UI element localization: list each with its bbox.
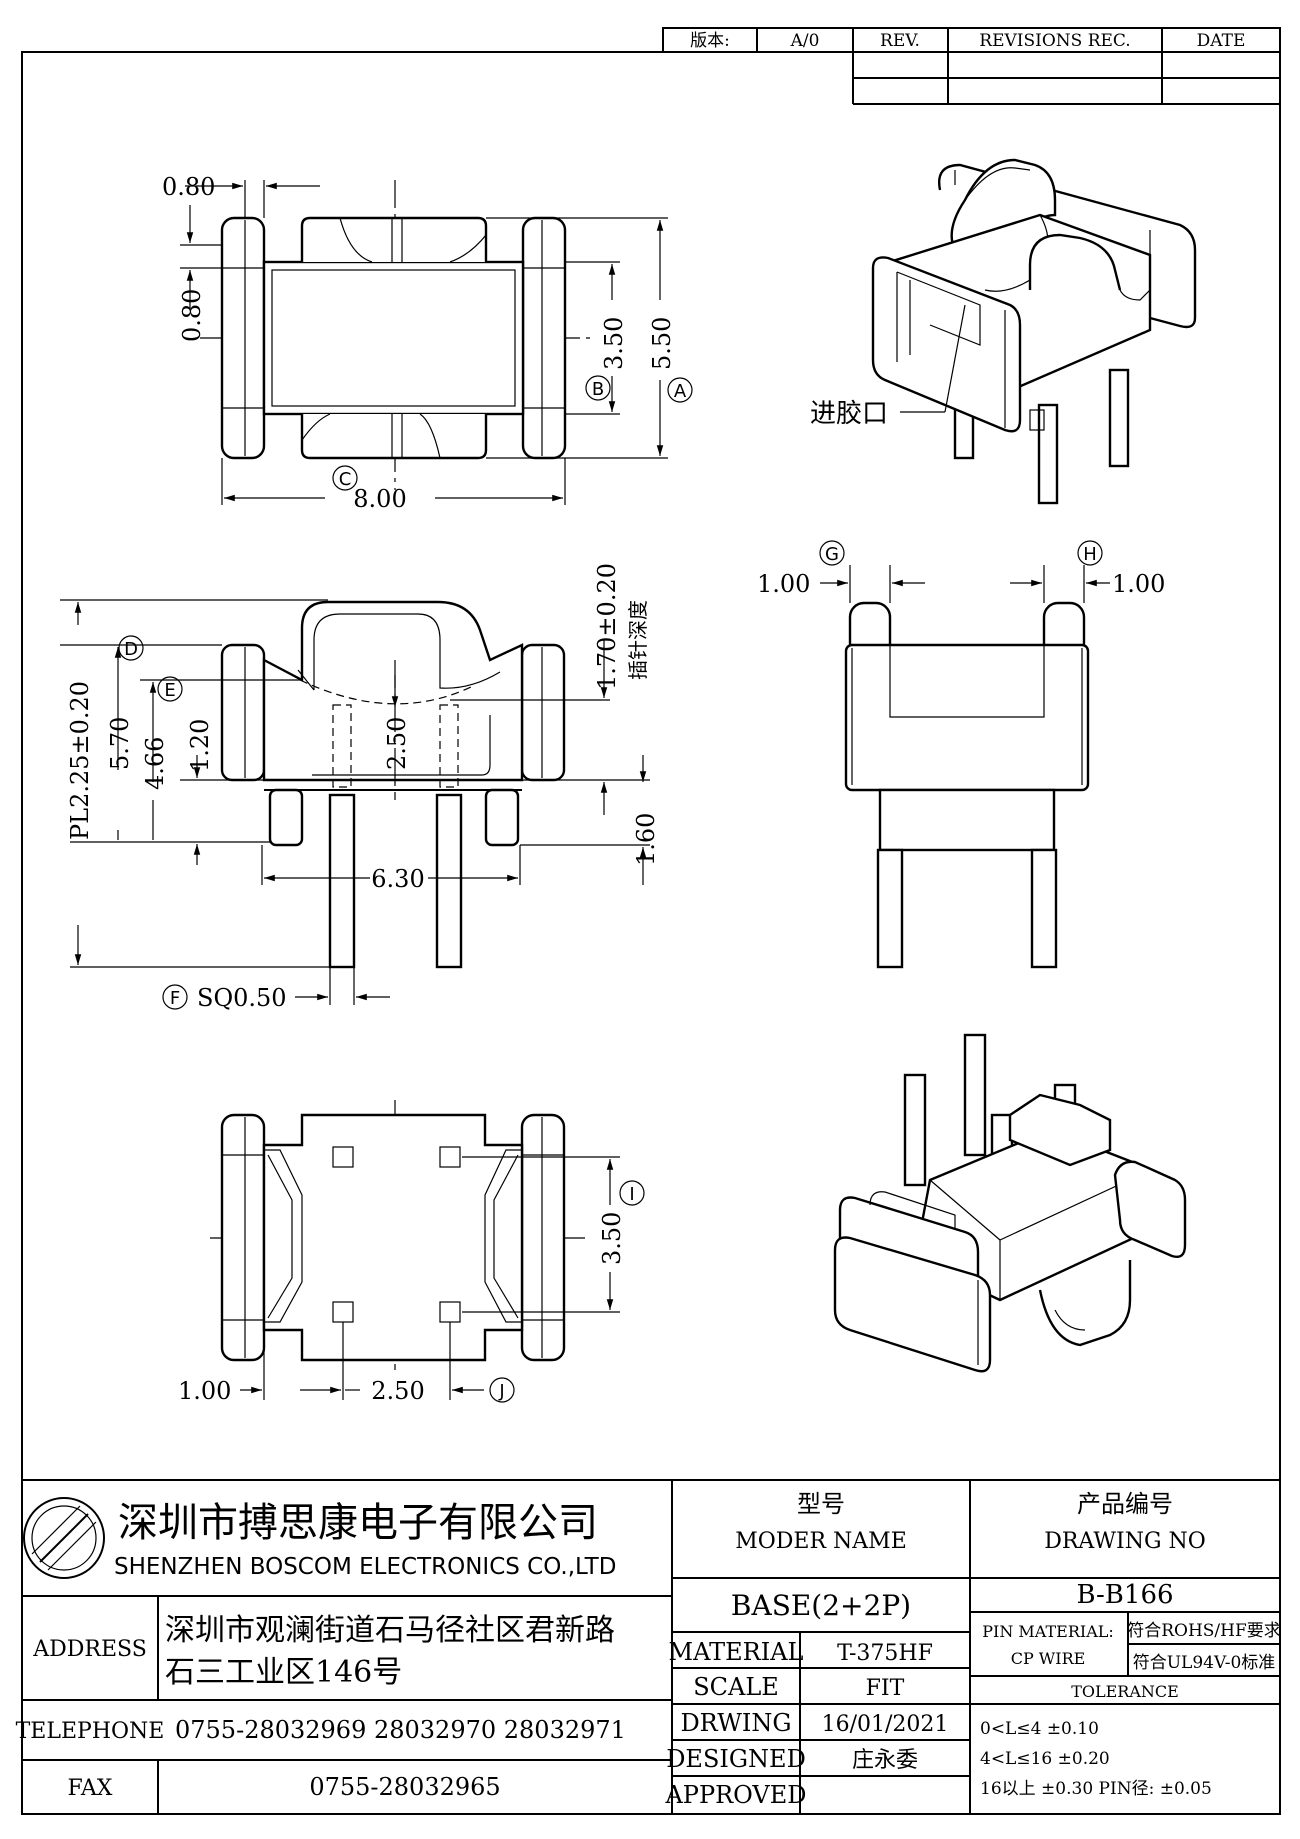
drawing-value: B-B166 [1076, 1580, 1173, 1610]
designed-value: 庄永委 [852, 1748, 918, 1773]
drwing-label: DRWING [680, 1709, 791, 1737]
material-label: MATERIAL [669, 1638, 804, 1666]
dim-side-h: 1.00 [1112, 570, 1165, 598]
bottom-view: 3.50 I 1.00 2.50 J [178, 1100, 645, 1405]
revision-header: 版本: A/0 REV. REVISIONS REC. DATE [662, 27, 1281, 105]
callout-j: J [498, 1381, 504, 1402]
dim-front-sq: SQ0.50 [197, 984, 287, 1012]
dim-front-pl: PL2.25±0.20 [66, 681, 94, 840]
pin-material-label: PIN MATERIAL: [982, 1622, 1114, 1641]
dim-top-b: 3.50 [600, 317, 628, 370]
tolerance-line-2: 4<L≤16 ±0.20 [980, 1749, 1110, 1769]
dim-front-h2: 4.66 [141, 737, 169, 790]
dim-front-1-60: 1.60 [632, 813, 660, 866]
company-name-cn: 深圳市搏思康电子有限公司 [118, 1500, 598, 1546]
top-view: 0.80 0.80 3.50 B 5.50 A 8.00 C [162, 173, 693, 513]
callout-c: C [339, 469, 352, 490]
tolerance-label: TOLERANCE [1071, 1682, 1179, 1701]
dim-top-a: 5.50 [648, 317, 676, 370]
title-block: 深圳市搏思康电子有限公司 SHENZHEN BOSCOM ELECTRONICS… [16, 1479, 1281, 1815]
callout-g: G [825, 544, 839, 565]
drawing-label-cn: 产品编号 [1077, 1490, 1173, 1518]
dim-front-6-30: 6.30 [371, 865, 424, 893]
callout-b: B [592, 379, 604, 400]
fax-value: 0755-28032965 [309, 1773, 500, 1801]
rohs-note: 符合ROHS/HF要求 [1127, 1621, 1281, 1641]
dim-top-width: 0.80 [162, 173, 215, 201]
material-value: T-375HF [837, 1641, 933, 1666]
version-value: A/0 [790, 31, 820, 51]
company-logo [23, 1497, 105, 1579]
tolerance-line-3: 16以上 ±0.30 PIN径: ±0.05 [980, 1779, 1212, 1799]
ul-note: 符合UL94V-0标准 [1133, 1653, 1276, 1673]
callout-i: I [629, 1184, 634, 1205]
model-label-cn: 型号 [797, 1490, 845, 1518]
address-label: ADDRESS [32, 1637, 147, 1662]
telephone-value: 0755-28032969 28032970 28032971 [175, 1716, 626, 1744]
model-value: BASE(2+2P) [731, 1589, 911, 1622]
dim-bottom-3-50: 3.50 [598, 1212, 626, 1265]
iso-view-top: 进胶口 [810, 158, 1197, 505]
company-name-en: SHENZHEN BOSCOM ELECTRONICS CO.,LTD [114, 1554, 616, 1580]
drawing-label-en: DRAWING NO [1044, 1529, 1206, 1554]
dim-front-2-50: 2.50 [383, 717, 411, 770]
dim-bottom-2-50: 2.50 [371, 1377, 424, 1405]
callout-h: H [1083, 544, 1097, 565]
gate-note: 进胶口 [810, 399, 888, 429]
dim-side-g: 1.00 [757, 570, 810, 598]
revisions-label: REVISIONS REC. [979, 31, 1130, 51]
dim-top-side: 0.80 [178, 289, 206, 342]
dim-front-h3: 1.20 [186, 719, 214, 772]
side-view: G 1.00 H 1.00 [757, 540, 1165, 969]
callout-a: A [674, 381, 687, 402]
cp-wire-label: CP WIRE [1011, 1649, 1086, 1668]
callout-d: D [124, 639, 138, 660]
telephone-label: TELEPHONE [16, 1719, 165, 1744]
address-line-1: 深圳市观澜街道石马径社区君新路 [165, 1613, 615, 1648]
approved-label: APPROVED [664, 1781, 806, 1809]
scale-label: SCALE [693, 1673, 779, 1701]
dim-front-depth-note: 插针深度 [626, 600, 650, 680]
dim-front-depth: 1.70±0.20 [593, 563, 621, 690]
callout-f: F [170, 988, 180, 1009]
fax-label: FAX [68, 1776, 113, 1801]
version-label: 版本: [690, 31, 730, 51]
scale-value: FIT [866, 1676, 905, 1701]
dim-front-h1: 5.70 [106, 717, 134, 770]
dim-bottom-1-00: 1.00 [178, 1377, 231, 1405]
drwing-value: 16/01/2021 [822, 1712, 949, 1737]
dim-top-overall: 8.00 [353, 485, 406, 513]
model-label-en: MODER NAME [735, 1529, 907, 1554]
iso-view-bottom [833, 1033, 1187, 1373]
address-line-2: 石三工业区146号 [165, 1655, 402, 1690]
designed-label: DESIGNED [666, 1745, 806, 1773]
rev-label: REV. [880, 31, 920, 51]
callout-e: E [164, 680, 175, 701]
tolerance-line-1: 0<L≤4 ±0.10 [980, 1719, 1099, 1739]
front-view: PL2.25±0.20 5.70 D 4.66 E 1.20 1.70±0.20… [60, 563, 660, 1012]
date-label: DATE [1197, 31, 1246, 51]
